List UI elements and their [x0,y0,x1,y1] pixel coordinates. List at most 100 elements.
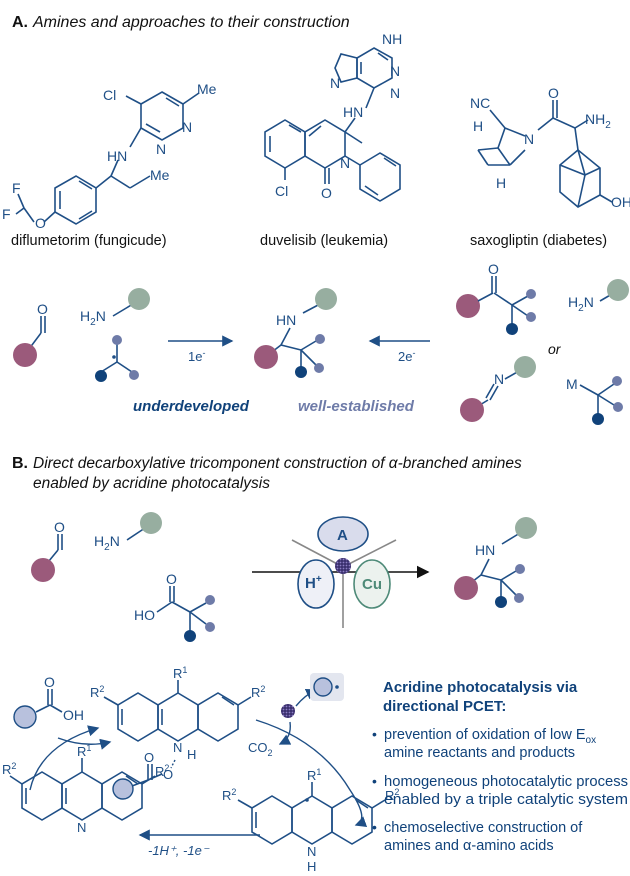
panel-heading-line1: Acridine photocatalysis via [383,679,578,696]
bullet-3-line1: chemoselective construction of [384,820,583,836]
atom-me: Me [150,167,170,183]
atom-r1: R1 [307,767,321,783]
atom-hn: HN [107,148,127,164]
scheme-a: O H2N 1e- HN 2e- [13,261,629,425]
atom-n: N [173,740,182,755]
label-co2: CO2 [248,740,273,758]
atom-oh: OH [63,707,84,723]
section-b-title-line1: Direct decarboxylative tricomponent cons… [33,455,522,472]
acridine-cycle [317,516,369,552]
atom-h: H [473,118,483,134]
atom-nh2: NH2 [585,111,611,131]
catalytic-cycle: O OH R1 R2 R2 N H O O [2,665,399,874]
atom-cl: Cl [103,87,116,103]
atom-o: O [54,519,65,535]
atom-m: M [566,376,578,392]
molecule-caption-diflumetorim: diflumetorim (fungicude) [11,233,167,249]
atom-cl: Cl [275,183,288,199]
molecule-caption-saxagliptin: saxogliptin (diabetes) [470,233,607,249]
atom-me: Me [197,81,217,97]
cycle-label-h: H+ [305,574,322,592]
atom-r2: R2 [155,763,169,779]
atom-nh: NH [382,31,402,47]
atom-f: F [2,206,11,222]
atom-h: H [307,859,316,874]
proton-cycle [297,559,335,609]
atom-r1: R1 [77,743,91,759]
atom-n: N [77,820,86,835]
atom-r2: R2 [385,787,399,803]
atom-h: H [187,747,196,762]
r-group-dark [95,370,107,382]
atom-n: N [340,155,350,171]
label-or: or [548,341,562,357]
atom-r1: R1 [173,665,187,681]
atom-o: O [548,85,559,101]
atom-o: O [166,571,177,587]
atom-o: O [37,301,48,317]
atom-r2: R2 [90,684,104,700]
label-well-established: well-established [298,398,415,415]
label-1e: 1e- [188,348,205,364]
r-group-sage [128,288,150,310]
atom-n: N [494,371,504,387]
label-2e: 2e- [398,348,415,364]
atom-o: O [321,185,332,201]
label-proton-electron-loss: -1H⁺, -1e⁻ [148,843,210,858]
atom-n: N [307,844,316,859]
atom-nc: NC [470,95,490,111]
atom-o: O [144,750,154,765]
atom-o: O [163,767,173,782]
atom-o: O [488,261,499,277]
section-b-title-line2: enabled by acridine photocatalysis [33,475,270,492]
photocatalyst-dot [335,558,351,574]
cycle-label-cu: Cu [362,576,382,593]
atom-r2: R2 [251,684,265,700]
bullet-2-line2: enabled by a triple catalytic system [384,792,628,808]
section-a-letter: A. [12,14,28,31]
saxagliptin-structure [477,100,613,208]
bullet-1-line2: amine reactants and products [384,745,575,761]
atom-hn: HN [343,104,363,120]
atom-r2: R2 [2,761,16,777]
diflumetorim-structure [15,91,200,225]
bullet-icon: • [372,726,377,742]
bullet-1-line1: prevention of oxidation of low Eox [384,727,596,746]
duvelisib-structure [264,47,401,202]
r-group-light [112,335,122,345]
pcet-panel: Acridine photocatalysis via directional … [372,679,628,854]
r-group-slate [129,370,139,380]
amine-h2n-b: H2N [94,533,120,553]
triple-catalysis: A H+ Cu [291,516,397,628]
bullet-2-line1: homogeneous photocatalytic process [384,774,628,790]
molecule-caption-duvelisib: duvelisib (leukemia) [260,233,388,249]
panel-heading-line2: directional PCET: [383,698,506,715]
section-a-title: Amines and approaches to their construct… [32,14,350,31]
amine-h2n-right: H2N [568,294,594,314]
atom-hn: HN [475,542,495,558]
r-group-magenta [13,343,37,367]
cycle-label-a: A [337,527,348,544]
atom-f: F [12,180,21,196]
scheme-b-top: O H2N HO O A H+ Cu [31,512,537,642]
atom-n: N [156,141,166,157]
atom-n: N [182,119,192,135]
label-underdeveloped: underdeveloped [133,398,250,415]
bullet-3-line2: amines and α-amino acids [384,838,554,854]
atom-o: O [44,674,55,690]
atom-o: O [35,215,46,231]
atom-r2: R2 [222,787,236,803]
atom-h: H [496,175,506,191]
atom-n: N [330,75,340,91]
atom-ho: HO [134,607,155,623]
atom-oh: OH [611,194,630,210]
bullet-icon: • [372,773,377,789]
atom-n: N [524,131,534,147]
amine-h2n: H2N [80,308,106,328]
atom-n: N [390,85,400,101]
atom-n: N [390,63,400,79]
copper-cycle [353,559,391,609]
atom-hn: HN [276,312,296,328]
bullet-icon: • [372,819,377,835]
